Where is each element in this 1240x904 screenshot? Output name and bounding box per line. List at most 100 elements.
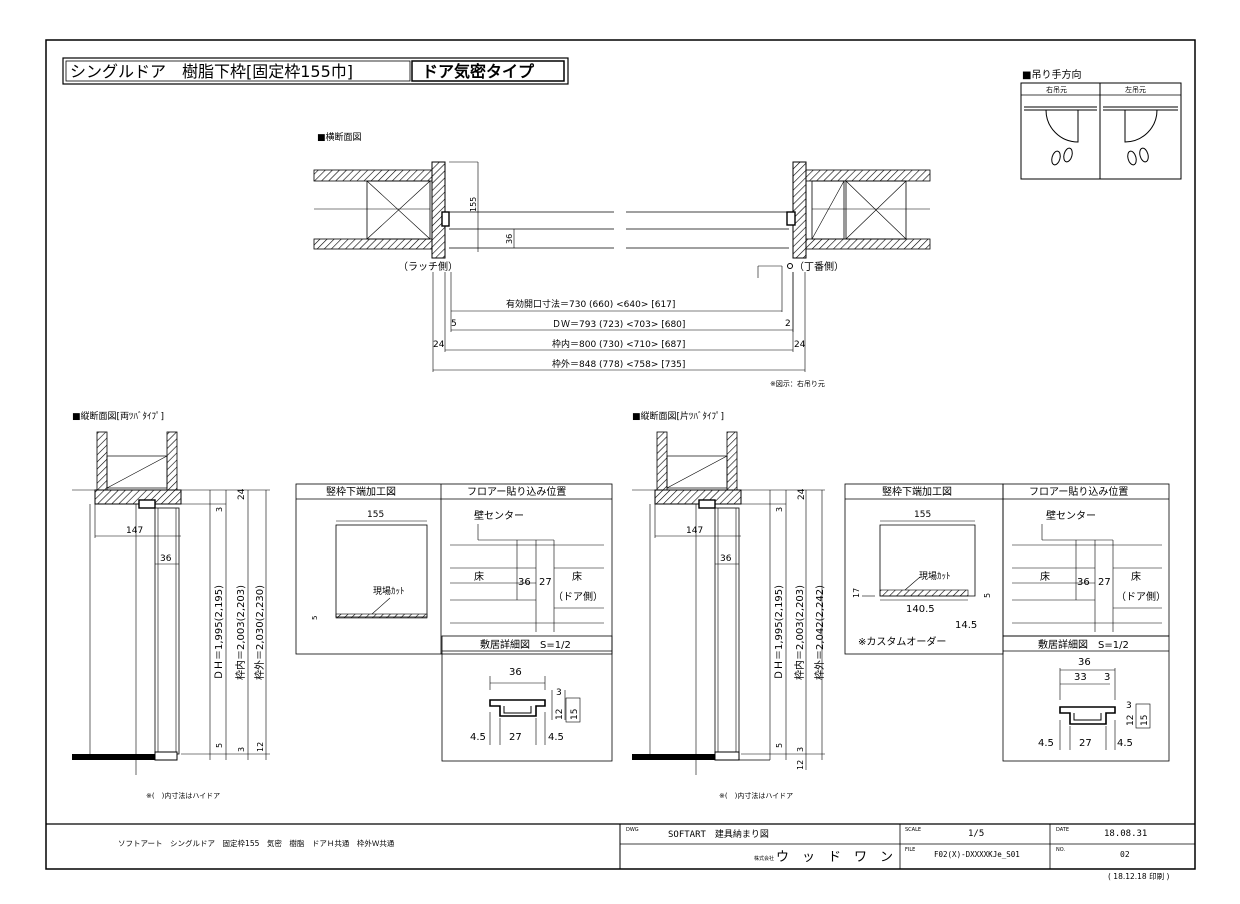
wall-center-right: 壁センター (1046, 509, 1096, 522)
dim-24-left: 24 (433, 340, 445, 350)
dim-24-vert-right: 24 (797, 488, 807, 500)
floor-label-right-a: 床 (1040, 570, 1050, 583)
dim-24-right: 24 (794, 340, 806, 350)
number-value: 02 (1120, 850, 1130, 859)
site-cut-right: 現場ｶｯﾄ (919, 570, 951, 582)
frame-155-left: 155 (367, 510, 384, 520)
door-side-right: （ドア側） (1116, 590, 1166, 603)
title-airtight: ドア気密タイプ (422, 62, 535, 81)
dim-3-top-left: 3 (215, 507, 224, 512)
floor-right (632, 754, 718, 760)
door-side-left: （ドア側） (553, 590, 603, 603)
site-cut-left: 現場ｶｯﾄ (373, 585, 405, 597)
floor-36-right: 36 (1077, 577, 1090, 588)
sill-15-left: 15 (570, 709, 580, 720)
sill-36-right: 36 (1078, 657, 1091, 668)
custom-order-note: ※カスタムオーダー (858, 635, 946, 648)
dim-12-left: 12 (256, 742, 265, 752)
wall-center-left: 壁センター (474, 509, 524, 522)
scale-value: 1/5 (968, 829, 984, 839)
floor-position-title-right: フロアー貼り込み位置 (1029, 485, 1128, 498)
sill-3a-right: 3 (1104, 672, 1110, 683)
horizontal-section: ■横断面図 155 36 （ラッチ側） (313, 131, 931, 388)
frame-bottom-title-right: 竪枠下端加工図 (882, 485, 952, 498)
dim-36-left: 36 (160, 554, 172, 564)
title-main: シングルドア 樹脂下枠[固定枠155巾] (70, 62, 353, 81)
sill-12-right: 12 (1126, 715, 1136, 726)
dim-opening: 有効開口寸法＝730 (660) <640> [617] (506, 298, 675, 310)
dwg-label: DWG (626, 827, 639, 833)
floor-label-right-b: 床 (1131, 570, 1141, 583)
dim-147-right: 147 (686, 526, 703, 536)
printed-date: ( 18.12.18 印刷 ) (1108, 872, 1169, 881)
sill-15-right: 15 (1140, 715, 1150, 726)
sill-3b-right: 3 (1126, 701, 1132, 711)
sill-36-left: 36 (509, 667, 522, 678)
number-label: NO. (1056, 847, 1065, 853)
frame-155-right: 155 (914, 510, 931, 520)
horizontal-heading: ■横断面図 (317, 131, 362, 143)
dim-155: 155 (469, 197, 478, 212)
frame-5-right: 5 (983, 593, 992, 598)
dim-3-bottom-right: 3 (796, 747, 805, 752)
sill-12-left: 12 (555, 709, 565, 720)
dh-left: ＤＨ＝1,995(2,195) (214, 585, 225, 680)
floor-label-left-a: 床 (474, 570, 484, 583)
swing-left-label: 左吊元 (1125, 85, 1146, 94)
title-block: ソフトアート シングルドア 固定枠155 気密 樹脂 ドアＨ共通 枠外Ｗ共通 D… (46, 823, 1195, 881)
company-name: ウ ッ ド ワ ン (776, 850, 893, 865)
dim-5-right: 5 (775, 743, 784, 748)
scale-label: SCALE (905, 827, 921, 833)
vertical-section-left: ■縦断面図[両ﾂﾊﾞﾀｲﾌﾟ] 147 36 3 24 (72, 410, 270, 800)
vertical-left-heading: ■縦断面図[両ﾂﾊﾞﾀｲﾌﾟ] (72, 410, 164, 422)
footprints-icon (1127, 147, 1149, 166)
sheet-description: ソフトアート シングルドア 固定枠155 気密 樹脂 ドアＨ共通 枠外Ｗ共通 (118, 838, 395, 848)
dim-5-left: 5 (215, 743, 224, 748)
floor-position-title-left: フロアー貼り込み位置 (467, 485, 566, 498)
frame-145-right: 14.5 (955, 620, 977, 631)
detail-panel-left: 竪枠下端加工図 フロアー貼り込み位置 155 現場ｶｯﾄ 5 壁センター 床 3… (295, 483, 613, 762)
dim-dw: ＤＷ＝793 (723) <703> [680] (552, 320, 685, 330)
dim-2: 2 (785, 319, 791, 329)
dim-3-bottom-left: 3 (237, 747, 246, 752)
outer-height-left: 枠外＝2,030(2,230) (253, 585, 266, 680)
hinge-icon (787, 263, 793, 269)
sill-3-left: 3 (556, 688, 562, 698)
sill-title-left: 敷居詳細図 S=1/2 (480, 638, 571, 651)
horizontal-note: ※図示：右吊り元 (770, 379, 825, 388)
floor-36-left: 36 (518, 577, 531, 588)
dh-right: ＤＨ＝1,995(2,195) (774, 585, 785, 680)
swing-direction-box: ■吊り手方向 右吊元 左吊元 (1020, 68, 1182, 180)
vertical-left-note: ※( )内寸法はハイドア (146, 791, 220, 800)
sill-27-right: 27 (1079, 738, 1092, 749)
inner-height-left: 枠内＝2,003(2,203) (234, 585, 247, 680)
dim-24-vert-left: 24 (237, 488, 247, 500)
detail-panel-right: 竪枠下端加工図 155 現場ｶｯﾄ 17 140.5 14.5 5 ※カスタムオ… (844, 483, 1170, 762)
dim-36-right: 36 (720, 554, 732, 564)
dim-5: 5 (451, 319, 457, 329)
sill-27-left: 27 (509, 732, 522, 743)
sill-45b-right: 4.5 (1117, 738, 1133, 749)
dim-36: 36 (505, 234, 514, 244)
dim-inner: 枠内＝800 (730) <710> [687] (552, 338, 685, 350)
inner-height-right: 枠内＝2,003(2,203) (793, 585, 806, 680)
floor-label-left-b: 床 (572, 570, 582, 583)
frame-1405-right: 140.5 (906, 604, 935, 615)
footprints-icon (1051, 147, 1073, 166)
floor-27-right: 27 (1098, 577, 1111, 588)
date-label: DATE (1056, 827, 1069, 833)
sill-title-right: 敷居詳細図 S=1/2 (1038, 638, 1129, 651)
date-value: 18.08.31 (1104, 829, 1147, 839)
frame-17-right: 17 (852, 588, 861, 598)
dim-147: 147 (126, 526, 143, 536)
vertical-section-right: ■縦断面図[片ﾂﾊﾞﾀｲﾌﾟ] 147 36 3 24 ＤＨ＝1,995(2 (632, 410, 826, 800)
dim-outer: 枠外＝848 (778) <758> [735] (552, 358, 685, 370)
latch-side-label: （ラッチ側） (398, 260, 458, 273)
company-label: 株式会社 (754, 855, 774, 862)
frame-bottom-title-left: 竪枠下端加工図 (326, 485, 396, 498)
sill-45a-right: 4.5 (1038, 738, 1054, 749)
swing-heading: ■吊り手方向 (1022, 68, 1081, 81)
dim-12-right: 12 (796, 760, 805, 770)
sill-45b-left: 4.5 (548, 732, 564, 743)
